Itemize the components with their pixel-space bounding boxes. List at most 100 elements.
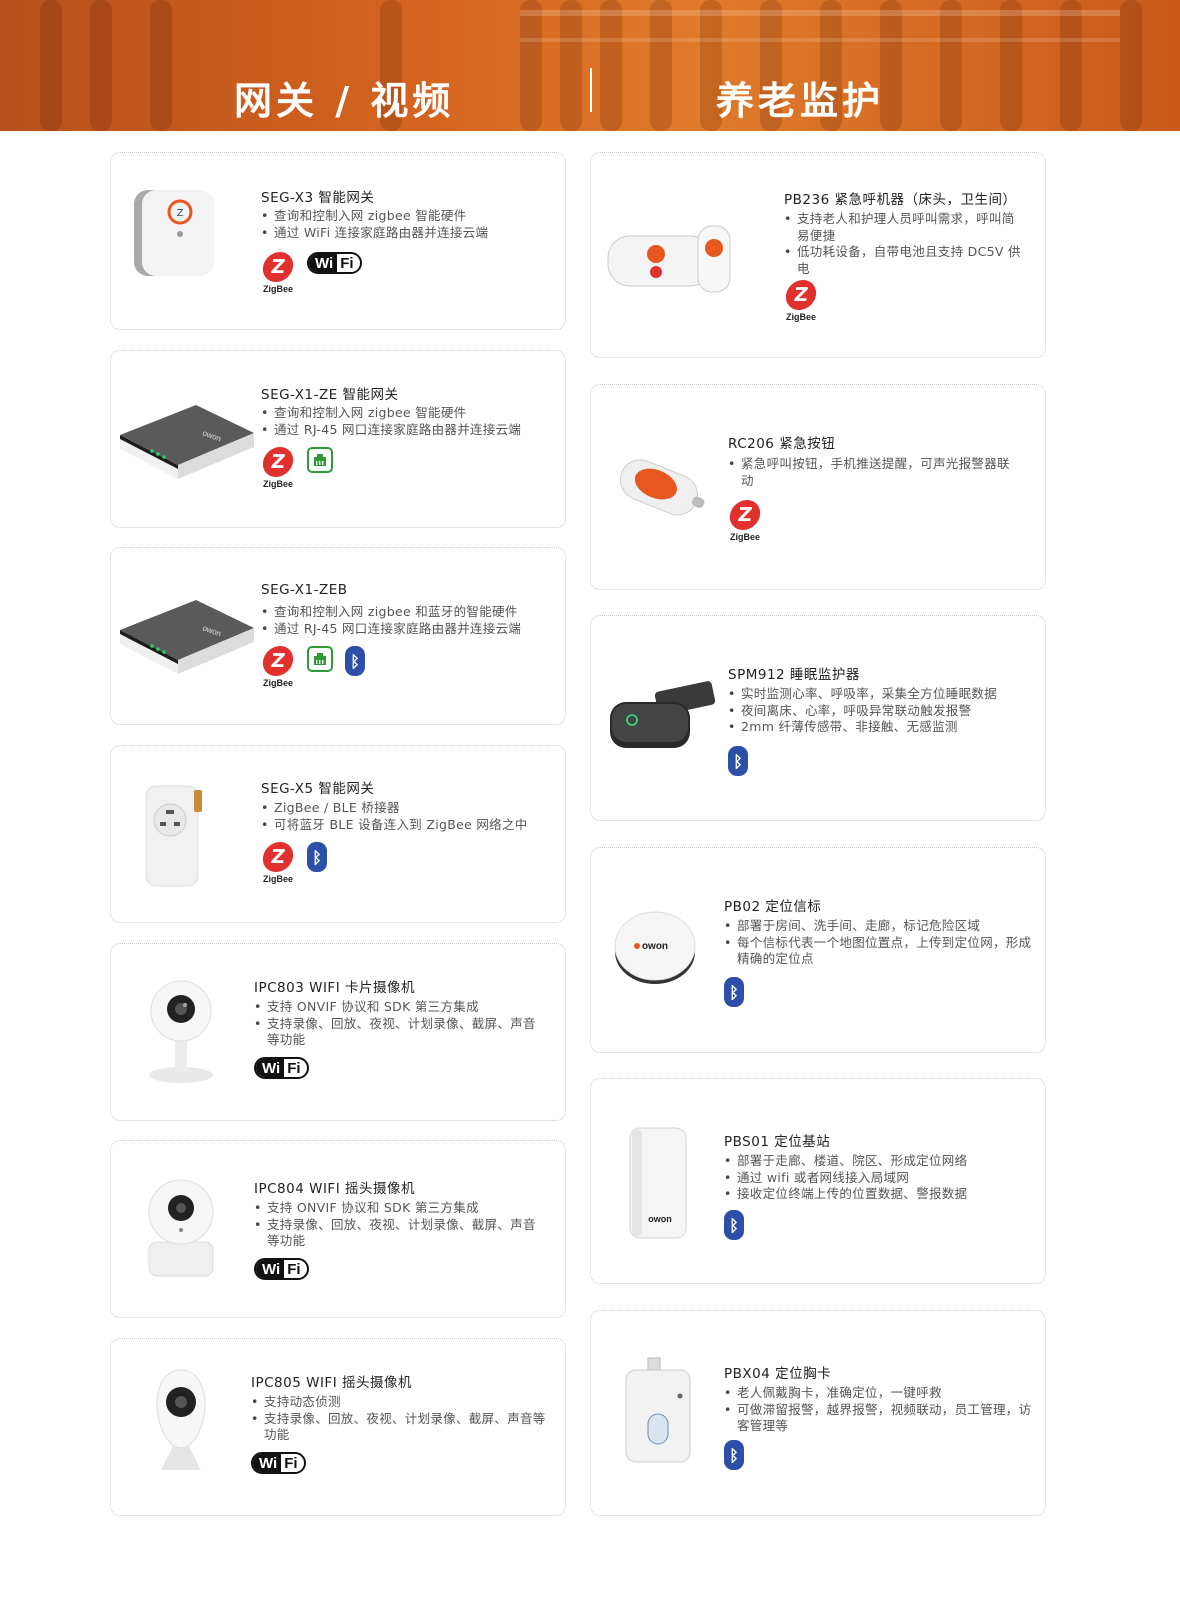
title-divider xyxy=(590,68,592,112)
section-title-elderly-care: 养老监护 xyxy=(716,79,885,123)
zigbee-logo: Z ZigBee xyxy=(260,252,296,294)
product-title: RC206 紧急按钮 xyxy=(728,436,836,452)
product-title: SPM912 睡眠监护器 xyxy=(728,667,860,683)
header-banner: 网关 / 视频 养老监护 xyxy=(0,0,1180,131)
feature-item: 2mm 纤薄传感带、非接触、无感监测 xyxy=(728,719,1038,736)
product-title: PBX04 定位胸卡 xyxy=(724,1366,832,1382)
protocol-badges: ᛒ xyxy=(728,746,748,776)
bluetooth-icon: ᛒ xyxy=(724,977,744,1007)
feature-item: 老人佩戴胸卡，准确定位，一键呼救 xyxy=(724,1385,1034,1402)
feature-item: ZigBee / BLE 桥接器 xyxy=(261,800,561,817)
feature-item: 查询和控制入网 zigbee 智能硬件 xyxy=(261,208,561,225)
feature-item: 部署于走廊、楼道、院区、形成定位网络 xyxy=(724,1153,1024,1170)
product-image-flat-router: owon xyxy=(116,590,256,684)
zigbee-logo: Z ZigBee xyxy=(783,280,819,322)
feature-list: ZigBee / BLE 桥接器可将蓝牙 BLE 设备连入到 ZigBee 网络… xyxy=(261,800,561,833)
protocol-badges: Z ZigBee xyxy=(783,280,819,322)
feature-item: 接收定位终端上传的位置数据、警报数据 xyxy=(724,1186,1024,1203)
product-title: SEG-X3 智能网关 xyxy=(261,190,375,206)
feature-item: 通过 RJ-45 网口连接家庭路由器并连接云端 xyxy=(261,422,561,439)
ethernet-port-icon xyxy=(307,447,333,473)
feature-item: 部署于房间、洗手间、走廊，标记危险区域 xyxy=(724,918,1034,935)
protocol-badges: Z ZigBee ᛒ xyxy=(260,842,327,884)
product-image-beacon: owon xyxy=(610,902,700,996)
feature-list: 支持动态侦测支持录像、回放、夜视、计划录像、截屏、声音等功能 xyxy=(251,1394,551,1444)
feature-item: 夜间离床、心率，呼吸异常联动触发报警 xyxy=(728,703,1038,720)
zigbee-logo: Z ZigBee xyxy=(260,646,296,688)
feature-list: 支持 ONVIF 协议和 SDK 第三方集成支持录像、回放、夜视、计划录像、截屏… xyxy=(254,1200,544,1250)
product-image-drop-camera xyxy=(141,1366,221,1480)
product-image-call-button-set xyxy=(604,220,734,304)
protocol-badges: ᛒ xyxy=(724,1210,744,1240)
product-image-card-camera xyxy=(141,975,221,1089)
product-image-base-station: owon xyxy=(624,1122,694,1246)
protocol-badges: Z ZigBee xyxy=(260,447,333,489)
feature-item: 每个信标代表一个地图位置点，上传到定位网，形成精确的定位点 xyxy=(724,935,1034,968)
feature-item: 可将蓝牙 BLE 设备连入到 ZigBee 网络之中 xyxy=(261,817,561,834)
feature-item: 支持录像、回放、夜视、计划录像、截屏、声音等功能 xyxy=(251,1411,551,1444)
svg-text:owon: owon xyxy=(648,1214,672,1224)
feature-item: 查询和控制入网 zigbee 智能硬件 xyxy=(261,405,561,422)
feature-list: 实时监测心率、呼吸率，采集全方位睡眠数据夜间离床、心率，呼吸异常联动触发报警2m… xyxy=(728,686,1038,736)
feature-list: 查询和控制入网 zigbee 和蓝牙的智能硬件通过 RJ-45 网口连接家庭路由… xyxy=(261,604,561,637)
feature-item: 低功耗设备，自带电池且支持 DC5V 供电 xyxy=(784,244,1024,277)
feature-list: 支持老人和护理人员呼叫需求，呼叫简易便捷低功耗设备，自带电池且支持 DC5V 供… xyxy=(784,211,1024,277)
zigbee-logo: Z ZigBee xyxy=(260,447,296,489)
feature-item: 通过 RJ-45 网口连接家庭路由器并连接云端 xyxy=(261,621,561,638)
product-image-plug-gateway xyxy=(136,780,216,894)
feature-item: 查询和控制入网 zigbee 和蓝牙的智能硬件 xyxy=(261,604,561,621)
product-image-ptz-camera xyxy=(141,1172,221,1286)
feature-item: 实时监测心率、呼吸率，采集全方位睡眠数据 xyxy=(728,686,1038,703)
feature-item: 通过 WiFi 连接家庭路由器并连接云端 xyxy=(261,225,561,242)
section-title-gateway-video: 网关 / 视频 xyxy=(234,79,455,123)
bluetooth-icon: ᛒ xyxy=(307,842,327,872)
product-title: IPC805 WIFI 摇头摄像机 xyxy=(251,1375,412,1391)
product-image-sleep-monitor xyxy=(606,680,716,764)
product-image-white-gateway-box: Z xyxy=(124,182,224,286)
zigbee-logo: Z ZigBee xyxy=(260,842,296,884)
product-image-key-fob xyxy=(610,450,710,534)
feature-list: 老人佩戴胸卡，准确定位，一键呼救可做滞留报警，越界报警，视频联动，员工管理，访客… xyxy=(724,1385,1034,1435)
feature-item: 支持 ONVIF 协议和 SDK 第三方集成 xyxy=(254,999,544,1016)
feature-item: 支持录像、回放、夜视、计划录像、截屏、声音等功能 xyxy=(254,1217,544,1250)
product-title: PBS01 定位基站 xyxy=(724,1134,831,1150)
protocol-badges: Z ZigBee ᛒ xyxy=(260,646,365,688)
feature-item: 支持 ONVIF 协议和 SDK 第三方集成 xyxy=(254,1200,544,1217)
product-title: SEG-X5 智能网关 xyxy=(261,781,375,797)
product-image-flat-router: owon xyxy=(116,395,256,489)
bluetooth-icon: ᛒ xyxy=(728,746,748,776)
feature-list: 支持 ONVIF 协议和 SDK 第三方集成支持录像、回放、夜视、计划录像、截屏… xyxy=(254,999,544,1049)
feature-item: 通过 wifi 或者网线接入局域网 xyxy=(724,1170,1024,1187)
svg-text:Z: Z xyxy=(177,208,184,219)
feature-list: 查询和控制入网 zigbee 智能硬件通过 RJ-45 网口连接家庭路由器并连接… xyxy=(261,405,561,438)
product-title: PB02 定位信标 xyxy=(724,899,822,915)
product-title: SEG-X1-ZEB xyxy=(261,582,348,598)
bluetooth-icon: ᛒ xyxy=(724,1440,744,1470)
feature-item: 支持录像、回放、夜视、计划录像、截屏、声音等功能 xyxy=(254,1016,544,1049)
zigbee-logo: Z ZigBee xyxy=(727,500,763,542)
feature-list: 紧急呼叫按钮，手机推送提醒，可声光报警器联动 xyxy=(728,456,1018,489)
svg-text:owon: owon xyxy=(642,941,668,952)
feature-item: 可做滞留报警，越界报警，视频联动，员工管理，访客管理等 xyxy=(724,1402,1034,1435)
feature-item: 紧急呼叫按钮，手机推送提醒，可声光报警器联动 xyxy=(728,456,1018,489)
protocol-badges: ᛒ xyxy=(724,977,744,1007)
ethernet-port-icon xyxy=(307,646,333,672)
protocol-badges: Z ZigBee xyxy=(727,500,763,542)
product-title: PB236 紧急呼机器（床头，卫生间） xyxy=(784,192,1017,208)
feature-item: 支持老人和护理人员呼叫需求，呼叫简易便捷 xyxy=(784,211,1024,244)
feature-list: 部署于房间、洗手间、走廊，标记危险区域每个信标代表一个地图位置点，上传到定位网，… xyxy=(724,918,1034,968)
feature-list: 部署于走廊、楼道、院区、形成定位网络通过 wifi 或者网线接入局域网接收定位终… xyxy=(724,1153,1024,1203)
feature-item: 支持动态侦测 xyxy=(251,1394,551,1411)
bluetooth-icon: ᛒ xyxy=(345,646,365,676)
product-title: SEG-X1-ZE 智能网关 xyxy=(261,387,399,403)
bluetooth-icon: ᛒ xyxy=(724,1210,744,1240)
product-image-badge-card xyxy=(620,1356,700,1470)
